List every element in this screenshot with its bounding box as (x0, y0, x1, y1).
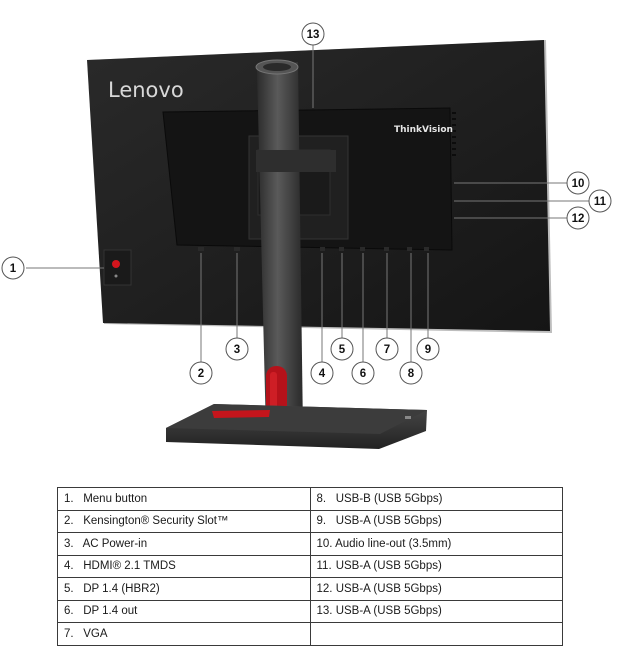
legend-cell: 1. Menu button (57, 487, 311, 511)
callout-label: 2 (198, 368, 204, 380)
callout-label: 4 (319, 368, 326, 380)
legend-cell: 2. Kensington® Security Slot™ (57, 509, 311, 533)
callout-label: 9 (425, 344, 431, 356)
stand-hinge (256, 150, 336, 172)
callout-8: 8 (399, 361, 423, 385)
callout-12: 12 (566, 206, 590, 230)
legend-cell: 9. USB-A (USB 5Gbps) (309, 509, 563, 533)
stand-neck (255, 59, 303, 434)
callout-9: 9 (416, 337, 440, 361)
table-row: 1. Menu button 8. USB-B (USB 5Gbps) (57, 487, 563, 511)
legend-cell: 8. USB-B (USB 5Gbps) (309, 487, 563, 511)
callout-label: 3 (234, 344, 240, 356)
legend-cell: 5. DP 1.4 (HBR2) (57, 577, 311, 601)
port-legend-table: 1. Menu button 8. USB-B (USB 5Gbps) 2. K… (57, 487, 563, 646)
callout-10: 10 (566, 171, 590, 195)
callout-5: 5 (330, 337, 354, 361)
legend-cell: 11. USB-A (USB 5Gbps) (309, 554, 563, 578)
table-row: 6. DP 1.4 out 13. USB-A (USB 5Gbps) (57, 599, 563, 623)
callout-label: 6 (360, 368, 366, 380)
callout-2: 2 (189, 361, 213, 385)
callout-label: 11 (594, 196, 607, 208)
callout-label: 1 (10, 263, 17, 275)
legend-cell: 12. USB-A (USB 5Gbps) (309, 577, 563, 601)
callout-4: 4 (310, 361, 334, 385)
stand-base (166, 404, 427, 449)
legend-cell: 4. HDMI® 2.1 TMDS (57, 554, 311, 578)
legend-cell: 7. VGA (57, 622, 311, 646)
callout-label: 7 (384, 344, 390, 356)
table-row: 2. Kensington® Security Slot™ 9. USB-A (… (57, 509, 563, 533)
legend-cell: 6. DP 1.4 out (57, 599, 311, 623)
table-row: 3. AC Power-in 10. Audio line-out (3.5mm… (57, 532, 563, 556)
callout-13: 13 (301, 22, 325, 46)
table-row: 7. VGA (57, 622, 563, 646)
callout-1: 1 (1, 256, 25, 280)
legend-cell: 13. USB-A (USB 5Gbps) (309, 599, 563, 623)
menu-button-led (114, 274, 118, 278)
callout-label: 13 (307, 29, 320, 41)
callout-label: 8 (408, 368, 415, 380)
leader-lines (26, 45, 589, 362)
lenovo-logo: Lenovo (108, 78, 184, 102)
callout-label: 10 (572, 178, 585, 190)
callout-3: 3 (225, 337, 249, 361)
table-row: 4. HDMI® 2.1 TMDS 11. USB-A (USB 5Gbps) (57, 554, 563, 578)
callout-label: 12 (572, 213, 585, 225)
callout-7: 7 (375, 337, 399, 361)
legend-cell: 10. Audio line-out (3.5mm) (309, 532, 563, 556)
legend-cell: 3. AC Power-in (57, 532, 311, 556)
legend-cell-empty (309, 622, 563, 646)
callout-6: 6 (351, 361, 375, 385)
callout-label: 5 (339, 344, 346, 356)
menu-button-icon (112, 260, 120, 268)
table-row: 5. DP 1.4 (HBR2) 12. USB-A (USB 5Gbps) (57, 577, 563, 601)
callout-11: 11 (588, 189, 612, 213)
monitor-rear-diagram: Lenovo ThinkVision 1 2 (1, 22, 612, 449)
thinkvision-logo: ThinkVision (394, 125, 453, 135)
